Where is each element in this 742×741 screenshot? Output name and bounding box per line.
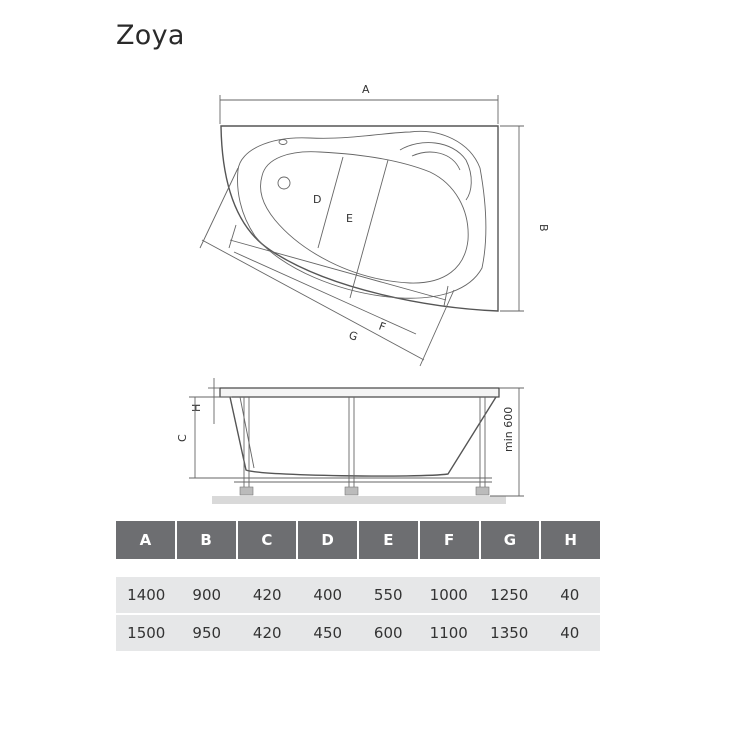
table-row: 1400 900 420 400 550 1000 1250 40	[116, 577, 600, 615]
bathtub-drawing: A B D E F G	[176, 83, 550, 504]
header-cell: F	[419, 521, 481, 559]
dim-label-c: C	[176, 434, 189, 442]
dim-label-b: B	[537, 224, 550, 232]
dim-label-d: D	[313, 193, 321, 206]
header-cell: H	[541, 521, 600, 559]
table-cell: 1400	[127, 586, 166, 604]
side-view: H C min 600	[176, 378, 524, 504]
table-cell: 600	[373, 624, 403, 642]
dim-label-g: G	[347, 329, 359, 344]
table-cell: 1500	[127, 624, 166, 642]
table-cell: 950	[192, 624, 222, 642]
dimensions-table: A B C D E F G H 1400 900 420 400 550 100…	[116, 521, 600, 651]
table-cell: 550	[373, 586, 403, 604]
header-cell: C	[237, 521, 299, 559]
product-title: Zoya	[116, 20, 185, 51]
table-cell: 40	[560, 586, 580, 604]
top-view: A B D E F G	[199, 83, 550, 367]
table-cell: 1350	[490, 624, 529, 642]
table-cell: 420	[252, 624, 282, 642]
table-cell: 420	[252, 586, 282, 604]
table-cell: 1250	[490, 586, 529, 604]
table-cell: 1000	[429, 586, 468, 604]
header-cell: E	[359, 521, 420, 559]
table-cell: 400	[313, 586, 343, 604]
dim-label-e: E	[346, 212, 353, 225]
table-row: 1500 950 420 450 600 1100 1350 40	[116, 615, 600, 651]
dim-label-min-height: min 600	[502, 407, 515, 452]
header-cell: G	[480, 521, 542, 559]
dim-label-f: F	[377, 320, 387, 334]
table-cell: 40	[560, 624, 580, 642]
header-cell: D	[298, 521, 359, 559]
dim-label-a: A	[362, 83, 370, 96]
table-header-row: A B C D E F G H	[116, 521, 600, 559]
table-cell: 450	[313, 624, 343, 642]
header-cell: A	[116, 521, 177, 559]
table-cell: 1100	[429, 624, 468, 642]
header-cell: B	[176, 521, 238, 559]
dim-label-h: H	[190, 404, 203, 412]
table-cell: 900	[192, 586, 222, 604]
